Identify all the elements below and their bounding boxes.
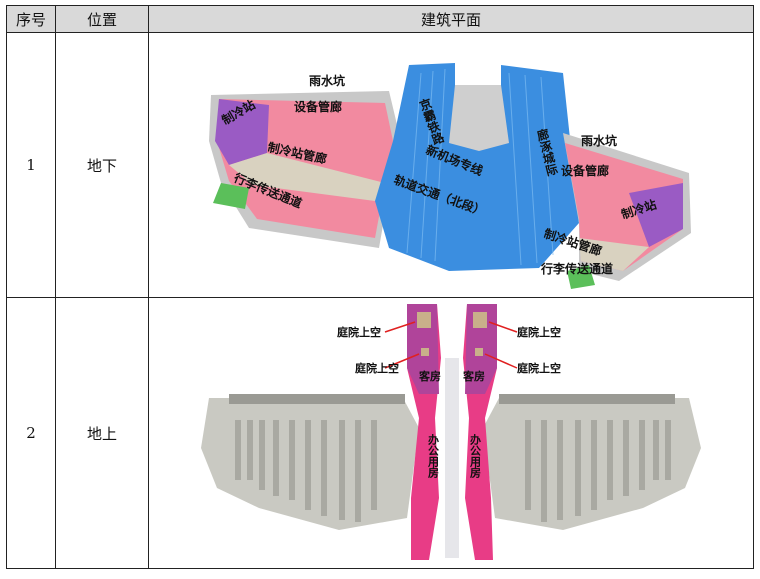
label-office-left: 办公用房: [427, 433, 440, 479]
header-no: 序号: [6, 5, 56, 33]
right-wing-blocks: [525, 420, 671, 522]
aboveground-plan-cell: 庭院上空 庭院上空 庭院上空 庭院上空 客房 客房 办公用房 办公用房: [148, 297, 754, 569]
label-baggage-right: 行李传送通道: [540, 261, 613, 276]
row-number: 2: [6, 297, 56, 569]
central-atrium: [445, 358, 459, 558]
right-chiller-corridor: [579, 238, 649, 271]
courtyard-void-right-small: [475, 348, 483, 356]
header-plan: 建筑平面: [148, 5, 754, 33]
courtyard-void-left-small: [421, 348, 429, 356]
callout-arrows: [384, 321, 518, 369]
courtyard-void-left: [417, 312, 431, 328]
right-wing-roof: [499, 394, 675, 404]
right-baggage-channel: [567, 265, 595, 289]
table-row: 1 地下: [6, 32, 754, 298]
label-rain-pit-right: 雨水坑: [581, 133, 617, 148]
label-courtyard-top-left: 庭院上空: [337, 325, 381, 339]
label-guest-left: 客房: [418, 369, 441, 383]
label-office-right: 办公用房: [469, 433, 482, 479]
label-courtyard-mid-right: 庭院上空: [517, 361, 561, 375]
label-courtyard-top-right: 庭院上空: [517, 325, 561, 339]
left-wing-blocks: [235, 420, 377, 522]
right-chiller-zone: [629, 183, 683, 247]
rail-tracks: [406, 68, 554, 266]
underground-plan-render: 雨水坑 设备管廊 制冷站 制冷站管廊 行李传送通道 京霸铁路 新机场专线 轨道交…: [209, 63, 691, 289]
row-location: 地下: [55, 32, 149, 298]
left-baggage-channel: [213, 183, 249, 209]
header-row: 序号 位置 建筑平面: [6, 5, 754, 33]
row-number: 1: [6, 32, 56, 298]
row-location: 地上: [55, 297, 149, 569]
plan-table: 序号 位置 建筑平面 1 地下: [6, 5, 754, 569]
underground-plan-cell: 雨水坑 设备管廊 制冷站 制冷站管廊 行李传送通道 京霸铁路 新机场专线 轨道交…: [148, 32, 754, 298]
left-chiller-corridor: [229, 153, 385, 201]
left-wing-roof: [229, 394, 405, 404]
label-equip-corridor-left: 设备管廊: [294, 99, 342, 114]
courtyard-void-right: [473, 312, 487, 328]
table-row: 2 地上: [6, 297, 754, 569]
label-rain-pit-left: 雨水坑: [309, 73, 345, 88]
aboveground-plan-render: 庭院上空 庭院上空 庭院上空 庭院上空 客房 客房 办公用房 办公用房: [201, 304, 701, 560]
header-location: 位置: [55, 5, 149, 33]
label-courtyard-mid-left: 庭院上空: [355, 361, 399, 375]
label-guest-right: 客房: [462, 369, 485, 383]
left-chiller-zone: [215, 99, 269, 165]
station-core: [449, 85, 509, 151]
label-equip-corridor-right: 设备管廊: [561, 163, 609, 178]
